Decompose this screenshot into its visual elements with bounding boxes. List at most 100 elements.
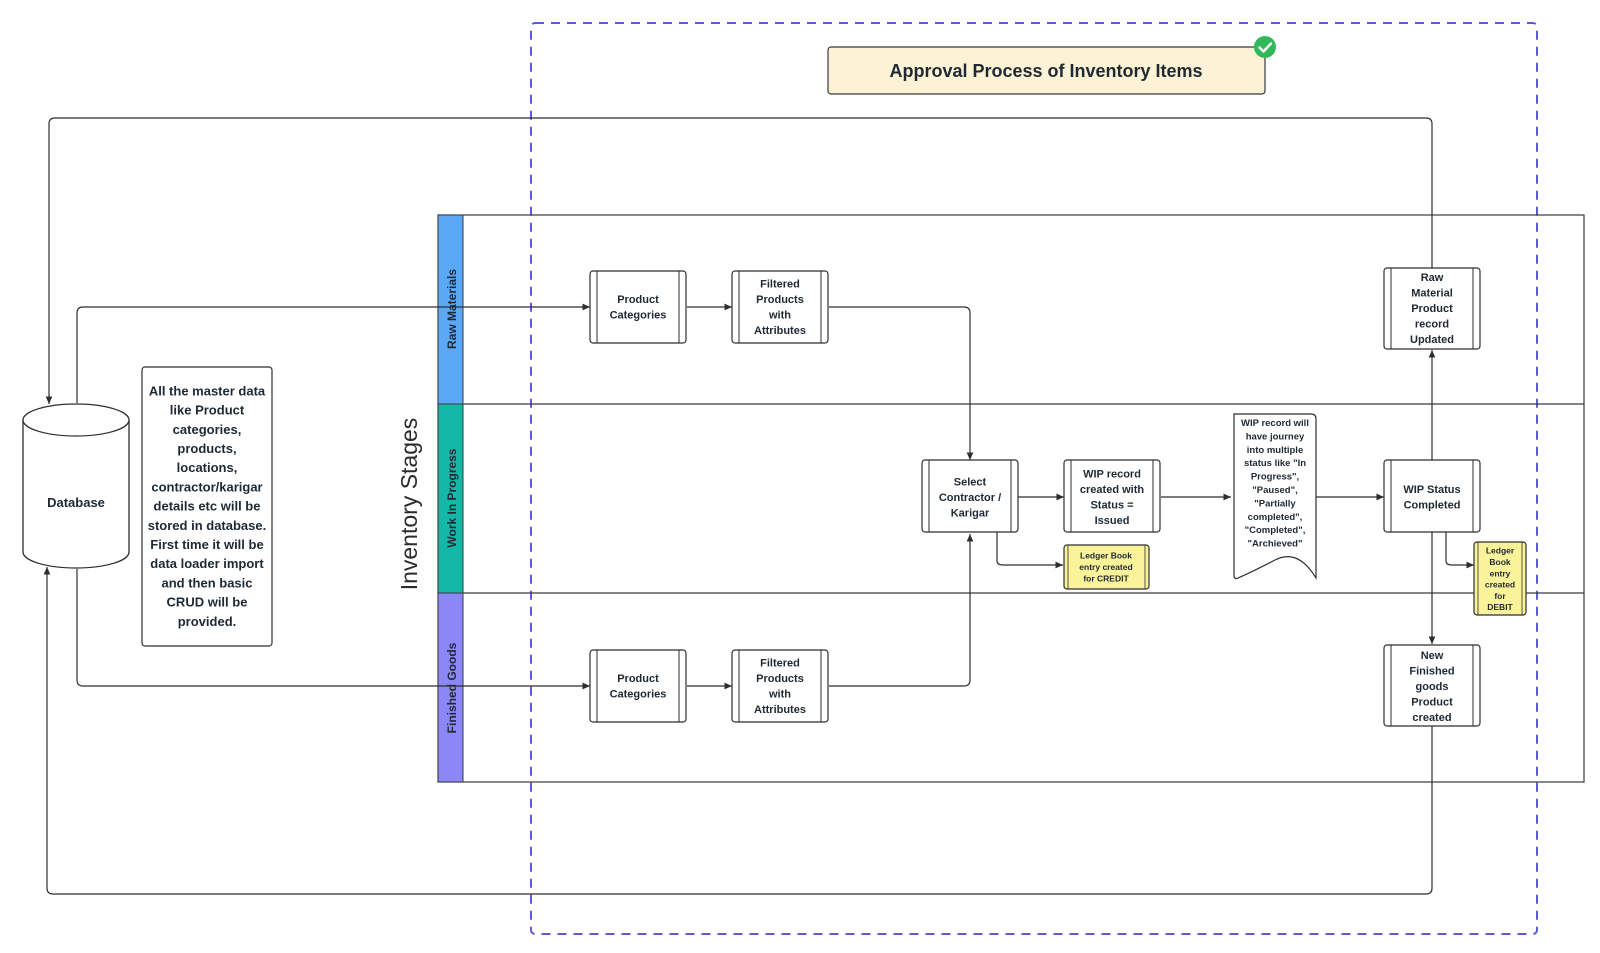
master-data-note-text-line: products, xyxy=(177,441,236,456)
node-raw-material-updated-label-line: Material xyxy=(1411,287,1453,299)
node-wip-journey-label-line: "Partially xyxy=(1254,498,1296,509)
connector-raw-updated-to-database xyxy=(45,117,1433,404)
node-wip-status-completed-label-line: WIP Status xyxy=(1403,484,1460,496)
connector-completed-to-ledger-debit xyxy=(1445,532,1474,569)
node-fin-product-categories-label-line: Product xyxy=(617,673,659,685)
node-wip-record-issued-label-line: Issued xyxy=(1095,515,1130,527)
node-raw-filtered-products-label-line: Attributes xyxy=(754,325,806,337)
node-new-finished-goods-label-line: Product xyxy=(1411,696,1453,708)
lane-label-raw-materials: Raw Materials xyxy=(445,269,459,349)
node-raw-material-updated-label-line: Raw xyxy=(1421,272,1444,284)
node-ledger-debit-label-line: Ledger xyxy=(1486,546,1515,556)
master-data-note-text-line: like Product xyxy=(170,403,245,418)
node-ledger-debit-label-line: DEBIT xyxy=(1487,602,1513,612)
master-data-note-text-line: stored in database. xyxy=(148,518,266,533)
node-ledger-debit-label-line: entry xyxy=(1490,568,1511,578)
node-wip-journey-label-line: into multiple xyxy=(1247,445,1303,456)
database-icon xyxy=(22,420,130,569)
swimlane-container: Raw Materials Work In Progress Finished … xyxy=(396,214,1585,783)
node-raw-product-categories-label-line: Categories xyxy=(610,310,667,322)
node-raw-filtered-products-label-line: Filtered xyxy=(760,279,800,291)
lane-label-work-in-progress: Work In Progress xyxy=(445,448,459,547)
node-fin-filtered-products-label-line: with xyxy=(768,689,791,701)
node-wip-journey-label-line: completed", xyxy=(1248,512,1303,523)
approval-frame xyxy=(530,22,1538,935)
node-wip-journey-label-line: "Paused", xyxy=(1252,485,1297,496)
node-wip-journey-label-line: have journey xyxy=(1246,431,1305,442)
diagram-title: Approval Process of Inventory Items xyxy=(889,61,1202,81)
master-data-note-text-line: and then basic xyxy=(161,575,252,590)
node-raw-material-updated-label-line: record xyxy=(1415,318,1449,330)
node-wip-journey-label-line: Progress", xyxy=(1251,472,1299,483)
database-node: Database xyxy=(22,403,130,569)
node-new-finished-goods-label-line: Finished xyxy=(1409,665,1454,677)
node-fin-product-categories-label-line: Categories xyxy=(610,689,667,701)
node-ledger-debit-label-line: created xyxy=(1485,580,1515,590)
node-select-contractor-label-line: Contractor / xyxy=(939,492,1001,504)
check-icon xyxy=(1254,36,1276,58)
node-raw-material-updated-label-line: Product xyxy=(1411,303,1453,315)
connector-database-to-raw-categories xyxy=(76,303,590,403)
master-data-note-text-line: All the master data xyxy=(149,383,266,398)
node-wip-record-issued-label-line: Status = xyxy=(1090,500,1133,512)
connector-fin-filtered-to-select xyxy=(829,534,974,687)
node-select-contractor-label-line: Select xyxy=(954,476,987,488)
node-wip-journey-label-line: "Archieved" xyxy=(1248,539,1303,550)
swimlane-title: Inventory Stages xyxy=(396,418,422,591)
node-wip-journey-label-line: WIP record will xyxy=(1241,418,1309,429)
node-raw-filtered-products-label-line: Products xyxy=(756,294,804,306)
node-raw-product-categories-label-line: Product xyxy=(617,294,659,306)
node-ledger-credit-label-line: for CREDIT xyxy=(1083,574,1129,584)
connector-raw-filtered-to-select xyxy=(829,306,974,460)
node-ledger-debit-label-line: Book xyxy=(1489,557,1511,567)
node-wip-record-issued-label-line: WIP record xyxy=(1083,469,1141,481)
lane-header-work-in-progress xyxy=(437,403,464,594)
node-new-finished-goods-label-line: goods xyxy=(1416,681,1449,693)
node-wip-journey-label-line: status like "In xyxy=(1244,458,1306,469)
node-wip-record-issued-label-line: created with xyxy=(1080,484,1144,496)
lane-label-finished-goods: Finished Goods xyxy=(445,642,459,733)
connector-new-finished-to-database xyxy=(43,567,1433,895)
node-raw-filtered-products-label-line: with xyxy=(768,310,791,322)
master-data-note-text-line: details etc will be xyxy=(154,499,261,514)
connector-select-to-ledger-credit xyxy=(996,532,1063,569)
node-ledger-debit-label-line: for xyxy=(1494,591,1506,601)
node-raw-material-updated-label-line: Updated xyxy=(1410,334,1454,346)
node-wip-journey-label: WIP record will have journey into multiple… xyxy=(1241,418,1309,550)
master-data-note-text-line: First time it will be xyxy=(150,537,263,552)
master-data-note-text-line: provided. xyxy=(178,614,237,629)
master-data-note-text-line: contractor/karigar xyxy=(151,479,262,494)
node-ledger-credit-label-line: entry created xyxy=(1079,562,1132,572)
master-data-note-text-line: CRUD will be xyxy=(167,595,248,610)
node-new-finished-goods-label-line: created xyxy=(1412,712,1451,724)
node-fin-filtered-products-label-line: Attributes xyxy=(754,704,806,716)
connector-database-to-fin-categories xyxy=(76,569,590,690)
node-fin-filtered-products-label-line: Filtered xyxy=(760,658,800,670)
master-data-note-text-line: locations, xyxy=(177,460,238,475)
node-wip-journey-document: WIP record will have journey into multiple… xyxy=(1233,413,1317,581)
title-box: Approval Process of Inventory Items xyxy=(827,46,1266,95)
database-label: Database xyxy=(47,495,105,510)
connectors xyxy=(43,117,1474,895)
